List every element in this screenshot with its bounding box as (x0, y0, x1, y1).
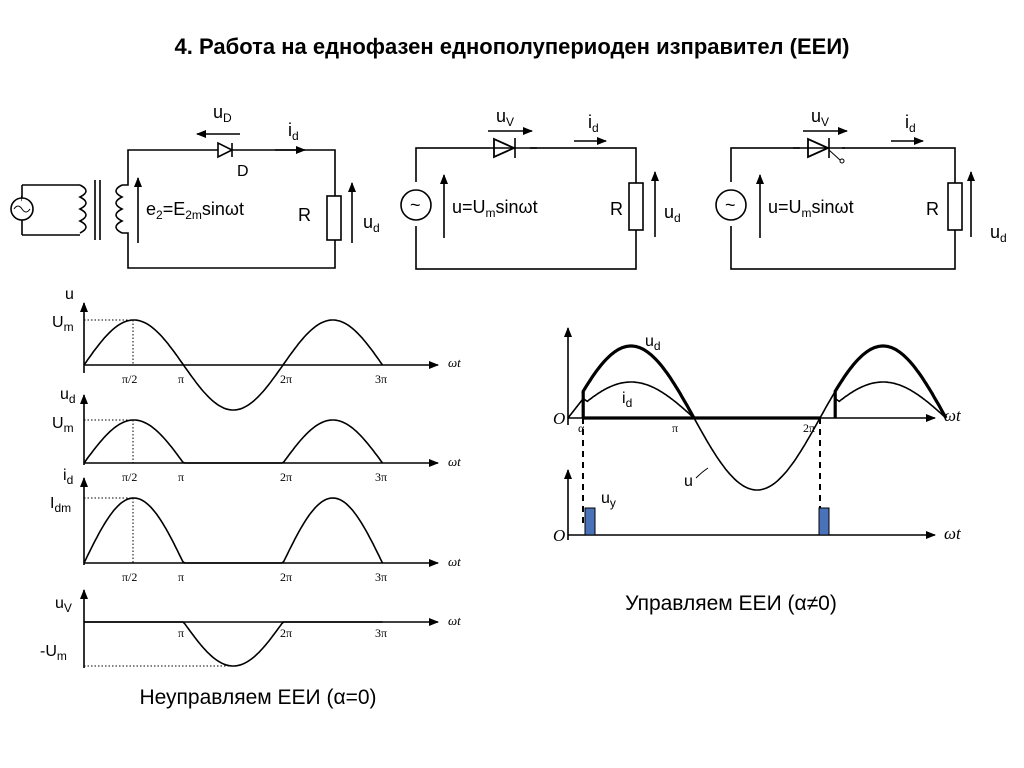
level-label: Um (52, 415, 74, 435)
caption-controlled: Управляем ЕЕИ (α≠0) (625, 592, 837, 615)
origin-label: O (553, 526, 565, 545)
axis-label: ωt (448, 355, 461, 370)
resistor-label: R (926, 199, 939, 219)
origin-label: O (553, 409, 565, 428)
tick-label: π/2 (122, 570, 137, 584)
svg-text:+: + (18, 191, 25, 205)
source-voltage-label: u=Umsinωt (768, 197, 854, 220)
control-pulse (584, 507, 596, 536)
ud-load-label: ud (990, 222, 1007, 245)
load-current-curve (567, 381, 947, 419)
control-pulse (818, 507, 830, 536)
alpha-label: α (578, 421, 585, 435)
tick-label: 2π (280, 626, 292, 640)
level-label: -Um (40, 643, 67, 663)
tick-label: 3π (375, 372, 387, 386)
ud-label: ud (645, 333, 661, 353)
id-label: id (622, 390, 632, 410)
y-label: uV (55, 595, 72, 615)
emf-label: e2=E2msinωt (146, 199, 244, 222)
level-label: Idm (50, 495, 71, 515)
ac-source-icon (400, 189, 432, 221)
uv-label: uV (496, 106, 514, 129)
tick-label: π (178, 470, 184, 484)
u-label: u (684, 473, 693, 490)
id-label: id (588, 112, 599, 135)
circuit-uncontrolled-transformer: + D R uD id e2=E2msinωt ud (10, 102, 380, 269)
caption-uncontrolled: Неуправляем ЕЕИ (α=0) (139, 686, 377, 709)
axis-label: ωt (944, 524, 962, 543)
axis-label: ωt (448, 613, 461, 628)
graph-diode-voltage: uV -Um π 2π 3π ωt (40, 589, 461, 668)
ud-load-label: ud (363, 212, 380, 235)
tick-label: 2π (280, 372, 292, 386)
y-label: ud (60, 386, 76, 406)
load-voltage-curve (581, 344, 948, 419)
sine-curve (83, 319, 384, 411)
diode-icon (217, 141, 234, 159)
tick-label: 2π (280, 570, 292, 584)
id-label: id (288, 120, 299, 143)
page-title: 4. Работа на еднофазен еднополупериоден … (174, 34, 850, 59)
tick-label: 2π (280, 470, 292, 484)
ud-arrow-label: uD (213, 102, 232, 125)
level-label: Um (52, 314, 74, 334)
tick-label: 3π (375, 570, 387, 584)
diode-label: D (237, 163, 249, 180)
tick-label: π (178, 570, 184, 584)
tick-label: π (178, 626, 184, 640)
transformer-secondary (115, 184, 124, 234)
y-label: id (63, 467, 73, 487)
axis-label: ωt (448, 554, 461, 569)
tick-label: π (672, 421, 678, 435)
tick-label: 3π (375, 626, 387, 640)
resistor-label: R (298, 205, 311, 225)
transformer-primary (78, 184, 87, 234)
circuit-controlled-thyristor: ~ uV id R ud u=Umsinωt (715, 106, 1007, 270)
tick-label: 3π (375, 470, 387, 484)
y-label: u (65, 286, 74, 303)
negative-half-wave-curve (84, 621, 383, 667)
tick-label: π/2 (122, 372, 137, 386)
tick-label: π/2 (122, 470, 137, 484)
waveforms-controlled: O α π 2π ωt ud id u uy O ωt (553, 327, 962, 545)
source-voltage-label: u=Umsinωt (452, 197, 538, 220)
ud-load-label: ud (664, 202, 681, 225)
waveforms-uncontrolled: u Um π/2 π 2π 3π ωt ud Um π/2 π 2π 3π ωt (40, 286, 461, 668)
graph-load-current: id Idm π/2 π 2π 3π ωt (50, 467, 461, 584)
graph-source-voltage: u Um π/2 π 2π 3π ωt (52, 286, 461, 411)
diode-icon (493, 137, 517, 159)
half-wave-curve (83, 497, 384, 564)
resistor-label: R (610, 199, 623, 219)
tick-label: 2π (803, 421, 815, 435)
id-label: id (905, 112, 916, 135)
circuit-uncontrolled-diode: ~ uV id R ud u=Umsinωt (400, 106, 681, 270)
source-symbol: ~ (410, 195, 421, 215)
resistor-icon (628, 182, 644, 231)
thyristor-icon (807, 137, 831, 159)
ac-source-icon (715, 189, 747, 221)
uv-label: uV (811, 106, 829, 129)
half-wave-curve (83, 419, 384, 464)
source-symbol: ~ (725, 195, 736, 215)
tick-label: π (178, 372, 184, 386)
resistor-icon (947, 182, 963, 231)
uy-label: uy (601, 490, 616, 510)
axis-label: ωt (448, 454, 461, 469)
resistor-icon (326, 195, 342, 241)
axis-label: ωt (944, 406, 962, 425)
graph-load-voltage: ud Um π/2 π 2π 3π ωt (52, 386, 461, 484)
